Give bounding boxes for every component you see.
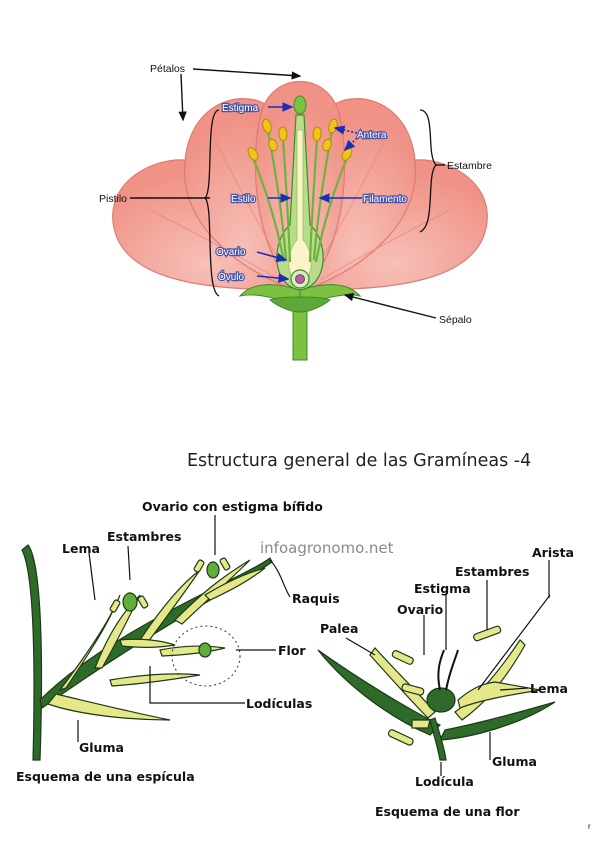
blue-leader-lines xyxy=(256,102,362,283)
flower-leaders xyxy=(345,560,550,776)
label-sepalo: Sépalo xyxy=(439,314,472,326)
label-antera: Antera xyxy=(357,130,387,141)
flower-diagram: Pétalos Estambre Pistilo Sépalo Estigma … xyxy=(99,63,492,361)
label-lodiculas: Lodículas xyxy=(246,696,312,711)
anther xyxy=(247,147,259,161)
label-lodicula: Lodícula xyxy=(415,774,474,789)
label-arista: Arista xyxy=(532,545,574,560)
label-filamento: Filamento xyxy=(363,194,407,205)
label-estambres-left: Estambres xyxy=(107,529,181,544)
label-palea: Palea xyxy=(320,621,358,636)
label-estambre: Estambre xyxy=(447,160,492,172)
label-estambres-right: Estambres xyxy=(455,564,529,579)
spikelet-drawing xyxy=(21,544,273,761)
label-pistilo: Pistilo xyxy=(99,193,127,205)
label-gluma-right: Gluma xyxy=(492,754,537,769)
watermark: infoagronomo.net xyxy=(260,539,394,557)
grass-flower-drawing xyxy=(317,594,556,761)
label-flor: Flor xyxy=(278,643,306,658)
label-estigma-right: Estigma xyxy=(414,581,471,596)
label-estilo: Estilo xyxy=(231,194,256,205)
sepals xyxy=(238,284,362,313)
caption-espicula: Esquema de una espícula xyxy=(16,769,195,784)
label-estigma: Estigma xyxy=(222,103,259,114)
label-gluma-left: Gluma xyxy=(79,740,124,755)
stamens xyxy=(247,118,353,263)
stigma-tip xyxy=(293,95,307,115)
label-ovulo: Óvulo xyxy=(218,270,245,283)
anther xyxy=(262,118,272,134)
label-petalos: Pétalos xyxy=(150,63,185,75)
anther xyxy=(322,138,332,152)
label-raquis: Raquis xyxy=(292,591,340,606)
label-ovario-right: Ovario xyxy=(397,602,444,617)
grass-title: Estructura general de las Gramíneas -4 xyxy=(187,451,531,471)
label-ovario: Ovario xyxy=(216,247,246,258)
anther xyxy=(268,138,278,152)
label-ovario-estigma: Ovario con estigma bífido xyxy=(142,499,323,514)
spikelet-leaders xyxy=(77,515,291,742)
grass-diagram: Estructura general de las Gramíneas -4 i… xyxy=(16,451,591,831)
label-lema-left: Lema xyxy=(62,541,100,556)
stray-mark: r xyxy=(588,822,591,831)
caption-flor: Esquema de una flor xyxy=(375,804,520,819)
anther xyxy=(312,126,322,142)
anther xyxy=(278,126,288,142)
leader-lines xyxy=(130,68,445,319)
label-lema-right: Lema xyxy=(530,681,568,696)
